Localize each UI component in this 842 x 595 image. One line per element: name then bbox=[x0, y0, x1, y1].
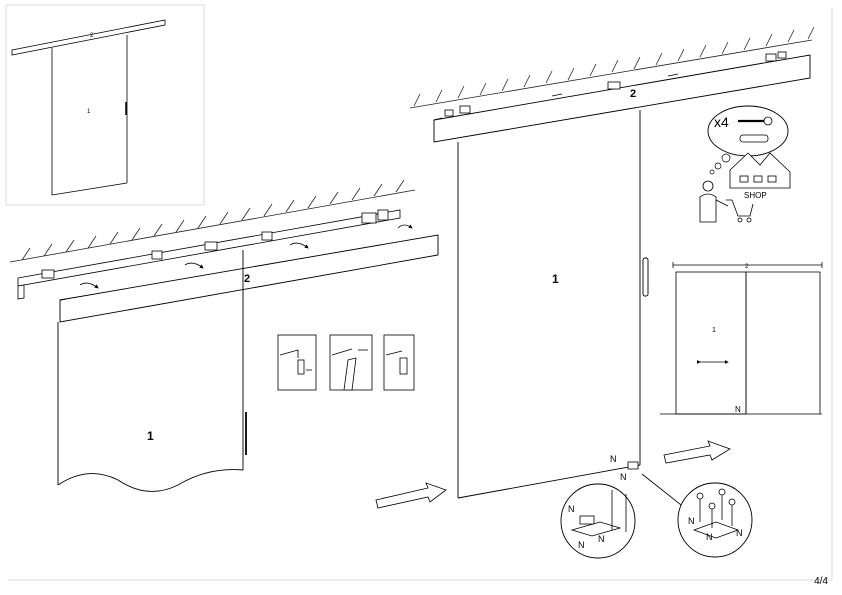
circle-left-n2: N bbox=[578, 540, 585, 550]
step-overview-small: 2 1 bbox=[5, 4, 205, 206]
step-left-main: 2 1 bbox=[9, 179, 439, 492]
screws-quantity: x4 bbox=[714, 114, 729, 130]
detail-circle-left bbox=[560, 483, 636, 559]
detail-circle-right bbox=[677, 482, 753, 558]
guide-label-n1: N bbox=[610, 454, 617, 464]
wall-hatch-left bbox=[9, 179, 416, 263]
small-door-label: 1 bbox=[87, 109, 91, 115]
elevation-door-label: 1 bbox=[712, 327, 716, 334]
left-rail-label: 2 bbox=[244, 273, 250, 285]
cart-icon bbox=[726, 199, 754, 223]
right-door bbox=[457, 110, 649, 499]
screw-icon bbox=[738, 116, 773, 126]
shop-icon bbox=[729, 152, 791, 189]
wall-hatch-right bbox=[409, 26, 815, 109]
guide-label-n2: N bbox=[620, 472, 627, 482]
page-number: 4/4 bbox=[814, 576, 828, 587]
direction-arrow-left bbox=[375, 482, 447, 509]
circle-right-n2: N bbox=[706, 532, 713, 542]
left-door-label: 1 bbox=[147, 429, 154, 443]
small-rail-label: 2 bbox=[90, 33, 94, 39]
wall-brackets bbox=[41, 209, 389, 279]
top-brackets bbox=[444, 51, 787, 117]
right-door-label: 1 bbox=[552, 272, 559, 286]
person-icon bbox=[699, 180, 729, 223]
elevation-rail-label: 2 bbox=[745, 264, 749, 270]
detail-insets bbox=[277, 334, 415, 391]
direction-arrow-right bbox=[663, 440, 731, 464]
dowel-icon bbox=[739, 134, 769, 143]
right-rail-label: 2 bbox=[630, 88, 636, 100]
elevation-nut-label: N bbox=[735, 405, 741, 414]
page-frame bbox=[8, 8, 833, 581]
circle-left-n3: N bbox=[598, 534, 605, 544]
hardware-callout: x4 SHOP bbox=[699, 105, 791, 223]
shop-label: SHOP bbox=[744, 191, 767, 200]
left-door bbox=[57, 250, 247, 492]
step-right-main: 2 1 N N bbox=[409, 26, 815, 521]
circle-right-n3: N bbox=[736, 528, 743, 538]
front-elevation bbox=[660, 262, 823, 415]
thought-bubbles bbox=[709, 153, 731, 175]
circle-right-n1: N bbox=[688, 516, 695, 526]
circle-left-n1: N bbox=[568, 504, 575, 514]
